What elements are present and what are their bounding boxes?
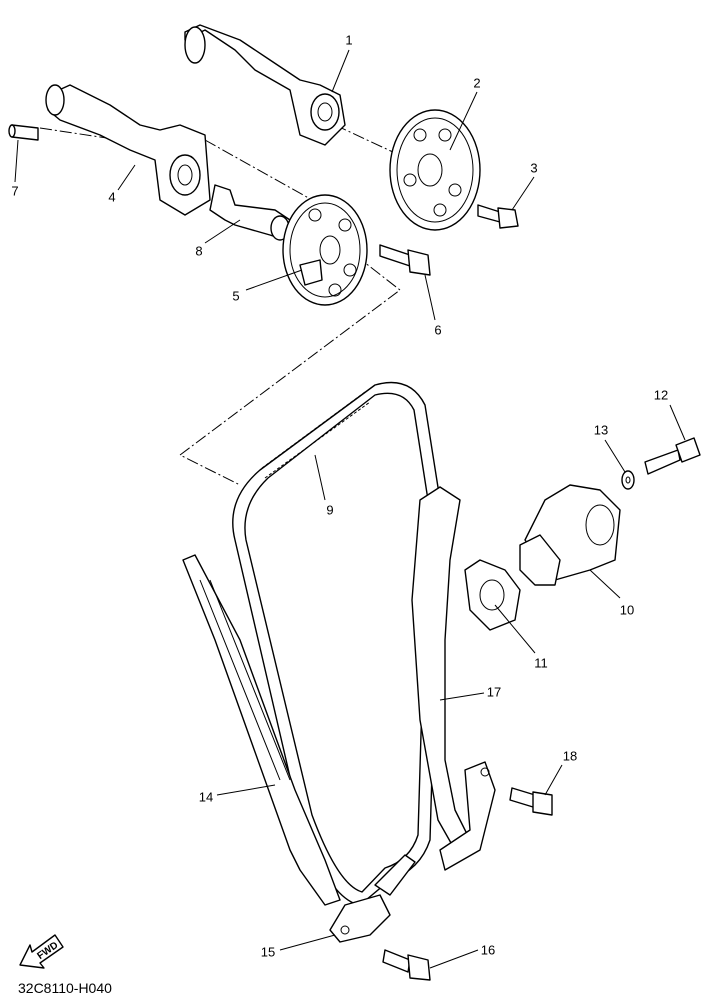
callout-17: 17 bbox=[486, 684, 502, 700]
callout-15: 15 bbox=[260, 944, 276, 960]
callout-5: 5 bbox=[232, 288, 240, 304]
stopper-15 bbox=[329, 854, 416, 943]
callout-14: 14 bbox=[198, 789, 214, 805]
bolt-6 bbox=[379, 244, 431, 276]
leader-lines bbox=[14, 49, 686, 969]
washer-13 bbox=[621, 470, 635, 490]
tensioner-10 bbox=[519, 484, 621, 586]
gasket-11 bbox=[464, 559, 521, 631]
diagram-code: 32C8110-H040 bbox=[18, 980, 112, 996]
camshaft-1 bbox=[184, 24, 346, 146]
cam-chain-9 bbox=[232, 381, 441, 906]
callout-4: 4 bbox=[108, 189, 116, 205]
bolt-16 bbox=[382, 949, 431, 981]
callout-18: 18 bbox=[562, 748, 578, 764]
bolt-18 bbox=[509, 787, 553, 816]
chain-guide-14 bbox=[182, 554, 341, 906]
callout-10: 10 bbox=[619, 602, 635, 618]
callout-9: 9 bbox=[326, 502, 334, 518]
callout-8: 8 bbox=[195, 243, 203, 259]
bolt-3 bbox=[477, 204, 519, 229]
callout-2: 2 bbox=[473, 75, 481, 91]
callout-7: 7 bbox=[11, 183, 19, 199]
callout-3: 3 bbox=[530, 160, 538, 176]
chain-guide-17 bbox=[411, 486, 496, 871]
fwd-arrow-icon: FWD bbox=[19, 934, 64, 969]
cam-sprocket-5 bbox=[282, 194, 368, 306]
cam-sprocket-2 bbox=[389, 109, 481, 231]
callout-6: 6 bbox=[434, 322, 442, 338]
callout-12: 12 bbox=[653, 387, 669, 403]
camshaft-4 bbox=[45, 84, 211, 216]
callout-16: 16 bbox=[480, 942, 496, 958]
callout-11: 11 bbox=[534, 655, 548, 671]
callout-13: 13 bbox=[593, 422, 609, 438]
bolt-12 bbox=[644, 437, 701, 475]
pin-7 bbox=[8, 124, 39, 141]
callout-1: 1 bbox=[345, 32, 353, 48]
